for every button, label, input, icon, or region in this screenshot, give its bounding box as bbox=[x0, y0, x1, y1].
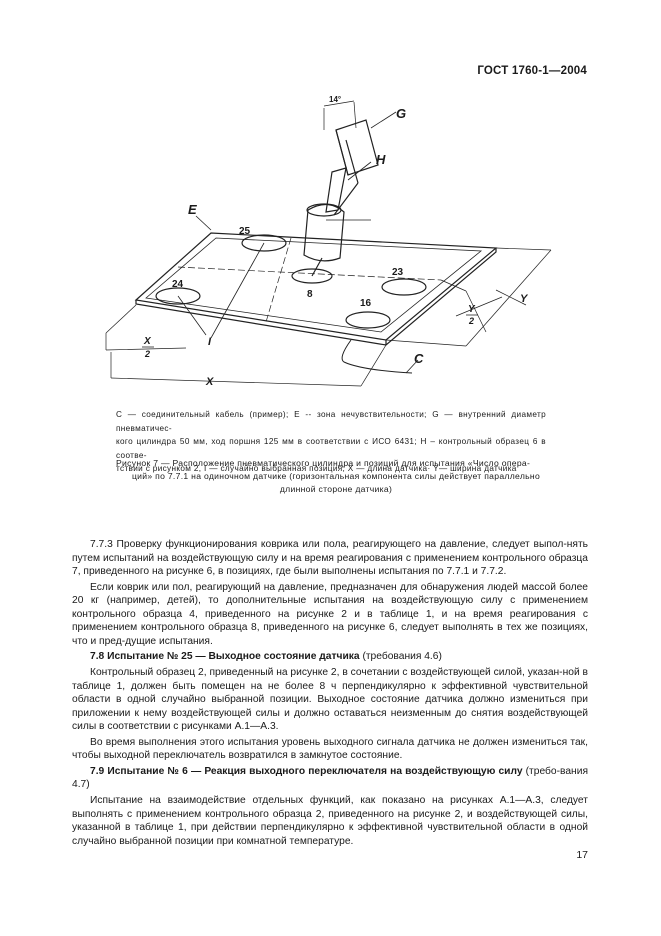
paragraph-7-7-3: 7.7.3 Проверку функционирования коврика … bbox=[72, 539, 588, 577]
position-8 bbox=[291, 268, 333, 284]
label-h: H bbox=[376, 152, 386, 167]
paragraph: Испытание на взаимодействие отдельных фу… bbox=[72, 795, 588, 847]
angle-label: 14° bbox=[329, 95, 341, 104]
position-25 bbox=[241, 234, 287, 252]
label-x-half-num: X bbox=[143, 336, 152, 347]
label-position-16: 16 bbox=[360, 298, 372, 309]
label-position-24: 24 bbox=[172, 279, 184, 290]
legend-line: C — соединительный кабель (пример); E --… bbox=[116, 410, 546, 433]
position-23 bbox=[381, 278, 427, 296]
paragraph: Если коврик или пол, реагирующий на давл… bbox=[72, 581, 588, 647]
document-header: ГОСТ 1760-1—2004 bbox=[477, 65, 587, 77]
page-number: 17 bbox=[576, 849, 588, 861]
label-y: Y bbox=[520, 293, 529, 305]
figure-caption: Рисунок 7 — Расположение пневматического… bbox=[116, 457, 556, 495]
paragraph: Контрольный образец 2, приведенный на ри… bbox=[72, 667, 588, 733]
position-16 bbox=[345, 311, 391, 329]
label-x-half-den: 2 bbox=[144, 349, 150, 359]
figure-legend: C — соединительный кабель (пример); E --… bbox=[116, 408, 546, 476]
label-i: I bbox=[208, 336, 212, 348]
label-y-half-num: Y bbox=[468, 304, 476, 315]
paragraph: Во время выполнения этого испытания уров… bbox=[72, 736, 588, 762]
heading-text: 7.8 Испытание № 25 — Выходное состояние … bbox=[90, 651, 360, 663]
label-e: E bbox=[188, 202, 197, 217]
label-position-8: 8 bbox=[307, 289, 313, 300]
heading-text: 7.9 Испытание № 6 — Реакция выходного пе… bbox=[90, 765, 523, 777]
heading-reference: (требо-вания 4.7) bbox=[72, 765, 588, 791]
label-position-25: 25 bbox=[239, 226, 251, 237]
heading-reference: (требования 4.6) bbox=[359, 651, 442, 663]
label-g: G bbox=[396, 106, 406, 121]
test-setup-drawing: 14° G H E C I X X 2 Y Y 2 25 24 23 16 8 bbox=[105, 95, 552, 388]
mat-inner-zone bbox=[145, 237, 483, 333]
section-heading-7-9: 7.9 Испытание № 6 — Реакция выходного пе… bbox=[72, 765, 588, 792]
legend-line: тствии с рисунком 2, I — случайно выбран… bbox=[116, 464, 517, 473]
caption-line: Рисунок 7 — Расположение пневматического… bbox=[116, 458, 531, 468]
caption-line: длинной стороне датчика) bbox=[279, 483, 393, 494]
label-position-23: 23 bbox=[392, 267, 404, 278]
section-heading-7-8: 7.8 Испытание № 25 — Выходное состояние … bbox=[72, 650, 588, 664]
label-y-half-den: 2 bbox=[468, 316, 474, 326]
caption-line: ций» по 7.7.1 на одиночном датчике (гори… bbox=[131, 470, 541, 481]
cable bbox=[341, 339, 413, 374]
figure-7-diagram: 14° G H E C I X X 2 Y Y 2 25 24 23 16 8 bbox=[96, 90, 566, 390]
pneumatic-cylinder bbox=[303, 119, 379, 277]
legend-line: кого цилиндра 50 мм, ход поршня 125 мм в… bbox=[116, 437, 546, 460]
body-text: 7.7.3 Проверку функционирования коврика … bbox=[72, 538, 588, 850]
position-24 bbox=[155, 287, 201, 305]
label-c: C bbox=[414, 351, 424, 366]
label-x: X bbox=[205, 376, 214, 388]
